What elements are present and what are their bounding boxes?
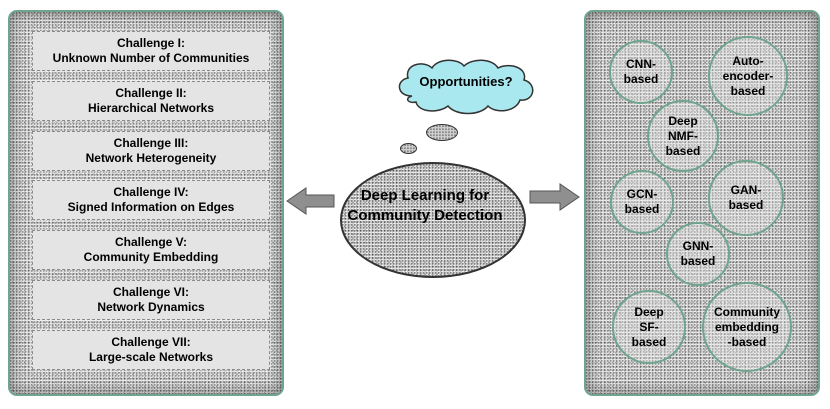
center-label: Deep Learning for Community Detection — [347, 187, 503, 224]
method-gcn: GCN- based — [610, 170, 674, 234]
left-arrow-icon — [286, 187, 335, 215]
method-label: GCN- based — [624, 187, 660, 216]
method-community-embedding: Community embedding -based — [702, 282, 792, 372]
challenge-1: Challenge I: Unknown Number of Communiti… — [32, 31, 270, 71]
method-deep-nmf: Deep NMF- based — [647, 100, 719, 172]
challenge-6: Challenge VI: Network Dynamics — [32, 280, 270, 320]
challenge-7: Challenge VII: Large-scale Networks — [32, 330, 270, 370]
challenge-desc: Unknown Number of Communities — [52, 51, 250, 65]
method-label: CNN- based — [623, 57, 659, 86]
challenge-2: Challenge II: Hierarchical Networks — [32, 81, 270, 121]
challenge-5: Challenge V: Community Embedding — [32, 230, 270, 270]
challenge-title: Challenge VI: — [112, 285, 189, 299]
center-ellipse — [340, 162, 526, 278]
method-deep-sf: Deep SF- based — [612, 290, 686, 364]
method-gnn: GNN- based — [666, 222, 730, 286]
method-autoencoder: Auto- encoder- based — [708, 36, 788, 116]
challenge-title: Challenge VII: — [111, 335, 191, 349]
thought-cloud-shape — [398, 59, 534, 115]
challenge-title: Challenge IV: — [113, 185, 189, 199]
method-label: Deep NMF- based — [665, 113, 701, 158]
challenge-4: Challenge IV: Signed Information on Edge… — [32, 180, 270, 220]
right-arrow-icon — [529, 183, 580, 211]
challenge-desc: Community Embedding — [83, 250, 219, 264]
challenge-title: Challenge V: — [114, 235, 188, 249]
challenge-title: Challenge I: — [116, 36, 185, 50]
challenge-desc: Large-scale Networks — [88, 350, 214, 364]
method-label: GAN- based — [728, 183, 764, 212]
challenge-title: Challenge III: — [113, 136, 189, 150]
challenge-3: Challenge III: Network Heterogeneity — [32, 131, 270, 171]
challenge-desc: Hierarchical Networks — [87, 101, 215, 115]
method-label: Community embedding -based — [714, 304, 780, 349]
challenge-desc: Network Heterogeneity — [85, 151, 217, 165]
thought-dot-large — [426, 124, 458, 141]
challenges-panel: Challenge I: Unknown Number of Communiti… — [8, 10, 284, 396]
thought-dot-small — [400, 143, 417, 154]
method-label: GNN- based — [680, 239, 716, 268]
challenge-desc: Network Dynamics — [97, 300, 205, 314]
method-gan: GAN- based — [708, 160, 784, 236]
method-label: Deep SF- based — [631, 304, 667, 349]
challenge-desc: Signed Information on Edges — [67, 200, 235, 214]
challenge-title: Challenge II: — [115, 86, 187, 100]
method-label: Auto- encoder- based — [722, 53, 774, 98]
thought-label: Opportunities? — [419, 74, 513, 89]
method-cnn: CNN- based — [609, 40, 673, 104]
